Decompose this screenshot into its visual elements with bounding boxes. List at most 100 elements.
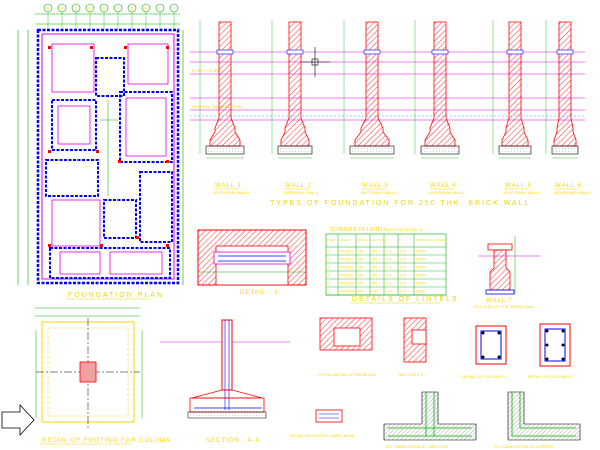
table-cell: 6@150 bbox=[416, 266, 427, 270]
table-cell: 250 bbox=[358, 274, 364, 278]
plastic-lintel-title: DETAIL OF PLASTIC LINTEL BAND bbox=[290, 433, 355, 438]
wall-section: WALL 1(EXTERNAL WALL) bbox=[199, 20, 250, 195]
wall-name: WALL 2 bbox=[285, 183, 312, 189]
table-cell: 150 bbox=[372, 274, 378, 278]
detail-1-title: DETAIL : 1 bbox=[240, 290, 279, 296]
wall-section: WALL 3(INTERNAL WALL) bbox=[343, 20, 396, 195]
table-cell: 6@150 bbox=[416, 274, 427, 278]
rc-junction-title: R.C. BAND DETAIL AT JUNCTION bbox=[386, 444, 448, 449]
table-cell: 2-10 bbox=[400, 274, 407, 278]
wall-name: WALL 1 bbox=[215, 183, 242, 189]
table-cell: 2-10 bbox=[400, 258, 407, 262]
table-cell: 900-1500 bbox=[340, 274, 354, 278]
wall-7-title: WALL 7 bbox=[486, 298, 513, 304]
wall-subtitle: (EXTERNAL WALL) bbox=[214, 190, 250, 195]
table-cell: 6@150 bbox=[416, 290, 427, 294]
section-aa: SECTION : A-A bbox=[160, 319, 290, 444]
plastic-lintel-band: DETAIL OF PLASTIC LINTEL BAND bbox=[290, 409, 355, 438]
wall-section: WALL 4(EXTERNAL WALL) bbox=[414, 20, 465, 195]
table-header-cell: STIRRUPS 2 LEGGED bbox=[415, 238, 447, 242]
table-cell: 3-10 bbox=[386, 258, 393, 262]
table-cell: 2-10 bbox=[386, 266, 393, 270]
ground-level-label: NATURAL GROUND LEVEL bbox=[192, 104, 243, 109]
table-cell: 900-1500 bbox=[340, 266, 354, 270]
wall-types-heading: TYPES OF FOUNDATION FOR 250 THK. BRICK W… bbox=[270, 200, 531, 207]
table-cell: 900-1200 bbox=[340, 250, 354, 254]
table-cell: 150 bbox=[372, 258, 378, 262]
table-cell: 200 bbox=[372, 282, 378, 286]
grid-label: H bbox=[144, 6, 147, 11]
table-cell: 6@150 bbox=[416, 282, 427, 286]
grid-label: F bbox=[116, 6, 119, 11]
wall-subtitle: (INTERNAL WALL) bbox=[361, 190, 396, 195]
section-aa-title: SECTION : A-A bbox=[206, 438, 260, 444]
section-2-2: SECTION 2-2 bbox=[398, 317, 427, 377]
table-cell: 1 bbox=[328, 250, 330, 254]
wall-name: WALL 5 bbox=[505, 183, 532, 189]
grid-label: D bbox=[88, 6, 91, 11]
column-c2-title: DETAIL OF COLUMN C2 bbox=[528, 374, 574, 379]
table-cell: 4 bbox=[328, 274, 330, 278]
grid-label: G bbox=[130, 6, 133, 11]
table-cell: 150 bbox=[372, 250, 378, 254]
table-cell: 250 bbox=[358, 258, 364, 262]
table-header-cell: A bbox=[385, 238, 387, 242]
table-cell: 3-12 bbox=[386, 290, 393, 294]
wall-subtitle: (BOUNDARY WALL) bbox=[554, 190, 592, 195]
grid-bubble bbox=[155, 3, 165, 13]
table-cell: 150 bbox=[372, 266, 378, 270]
wall-section: WALL 2(INTERNAL WALL) bbox=[271, 20, 319, 195]
wall-types: PLINTH LEVEL NATURAL GROUND LEVEL TYPES … bbox=[190, 20, 592, 207]
table-cell: 6@150 bbox=[416, 250, 427, 254]
table-cell: 2-10 bbox=[400, 266, 407, 270]
table-cell: 2-10 bbox=[400, 250, 407, 254]
table-cell: 125 bbox=[358, 250, 364, 254]
table-cell: 250 bbox=[358, 290, 364, 294]
column-c2: DETAIL OF COLUMN C2 bbox=[528, 323, 574, 379]
rc-band-junction: R.C. BAND DETAIL AT JUNCTION bbox=[383, 391, 477, 449]
table-cell: 2-10 bbox=[400, 282, 407, 286]
rib-block-title: TYPICAL DETAIL OF RIB BLOCK bbox=[316, 372, 377, 377]
wall-section: WALL 6(BOUNDARY WALL) bbox=[545, 20, 592, 195]
footing-detail-title: DETAIL OF FOOTING FOR COLUMN bbox=[42, 438, 171, 444]
table-header-cell: DEPTH 'D' bbox=[371, 238, 386, 242]
grid-label: A bbox=[46, 6, 49, 11]
table-cell: 125 bbox=[358, 266, 364, 270]
table-cell: 6@150 bbox=[416, 258, 427, 262]
wall-subtitle: (INTERNAL WALL) bbox=[284, 190, 319, 195]
wall-7: WALL 7 RCC FOR 110 THK. BRICK WALL bbox=[474, 236, 540, 309]
cad-cursor bbox=[300, 47, 330, 77]
grid-label: B bbox=[60, 6, 63, 11]
table-header-cell: ITEM bbox=[327, 238, 335, 242]
section-2-2-title: SECTION 2-2 bbox=[398, 372, 423, 377]
rc-corner-title: R.C. BAND DETAIL AT CORNER bbox=[494, 444, 553, 449]
grid-label: J bbox=[172, 6, 174, 11]
table-cell: 1500-1800 bbox=[340, 282, 355, 286]
column-c1: DETAIL OF COLUMN C1 bbox=[462, 325, 508, 379]
table-header-cell: WIDTH bbox=[357, 238, 367, 242]
grid-label: I bbox=[158, 6, 159, 11]
table-cell: 2 bbox=[328, 258, 330, 262]
lintel-schedule-title: SCHEDULE OF LINTELS bbox=[330, 227, 388, 233]
lintel-schedule: SCHEDULE OF LINTELS (REFER DETAIL-1) ITE… bbox=[325, 227, 457, 304]
table-cell: 230 bbox=[372, 290, 378, 294]
rib-block: TYPICAL DETAIL OF RIB BLOCK bbox=[316, 317, 377, 377]
table-cell: 3 bbox=[328, 266, 330, 270]
plinth-level-label: PLINTH LEVEL bbox=[192, 68, 221, 73]
wall-name: WALL 6 bbox=[555, 183, 582, 189]
wall-name: WALL 3 bbox=[362, 183, 389, 189]
foundation-plan-title: FOUNDATION PLAN bbox=[68, 292, 164, 299]
table-cell: 900-1200 bbox=[340, 258, 354, 262]
table-cell: 2-10 bbox=[386, 250, 393, 254]
table-cell: 3-12 bbox=[386, 282, 393, 286]
footing-detail: DETAIL OF FOOTING FOR COLUMN bbox=[1, 307, 171, 445]
grid-label: C bbox=[74, 6, 77, 11]
table-cell: 5 bbox=[328, 282, 330, 286]
detail-1: DETAIL : 1 bbox=[197, 229, 307, 296]
wall-subtitle: (EXTERNAL WALL) bbox=[504, 190, 540, 195]
rc-band-corner: R.C. BAND DETAIL AT CORNER bbox=[494, 391, 581, 449]
